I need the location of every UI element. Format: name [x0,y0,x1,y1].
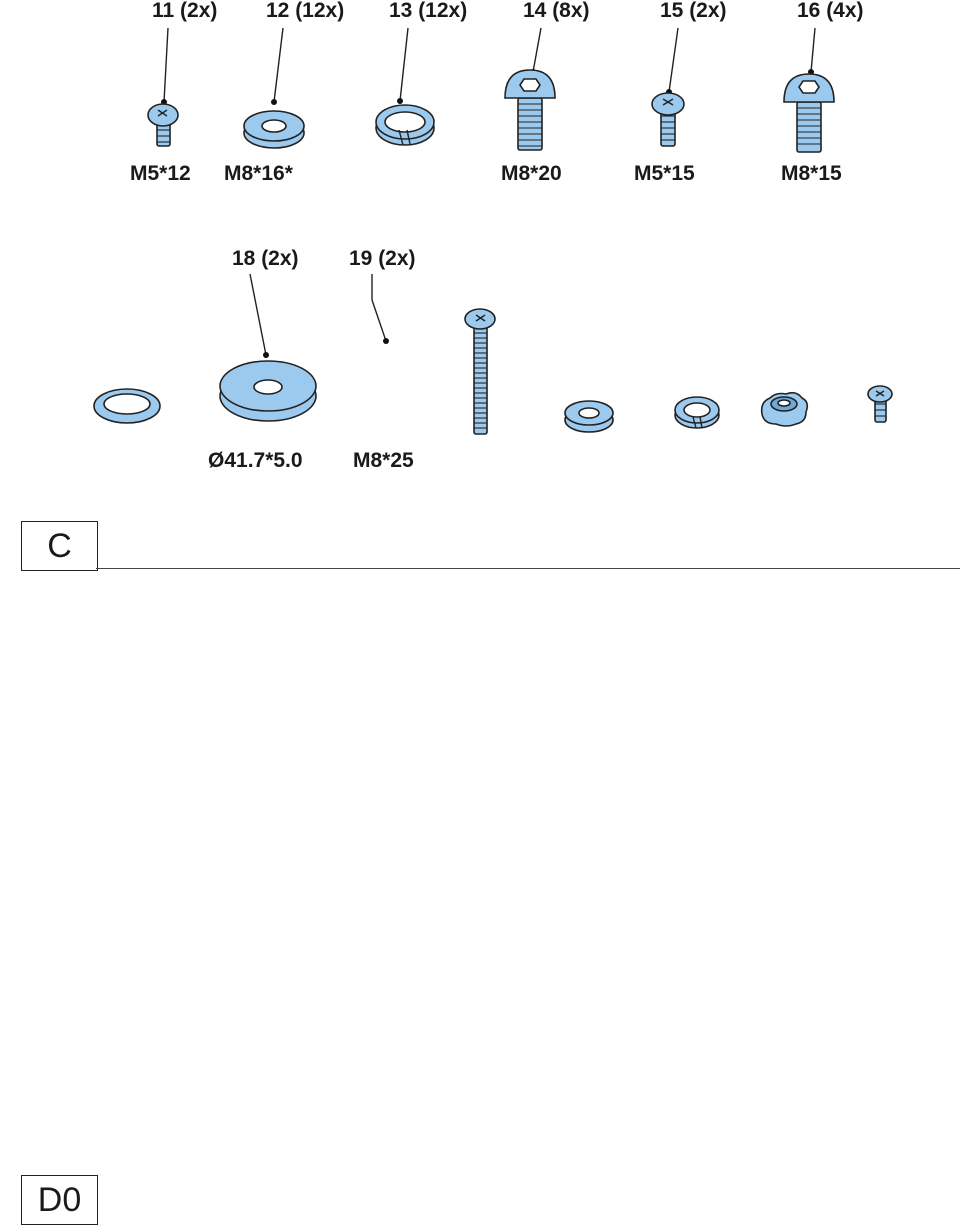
part-14-bolt-icon [504,27,556,151]
ring-washer-icon [93,388,161,424]
size-18: Ø41.7*5.0 [208,449,303,472]
hardware-illustration [93,27,893,435]
size-11: M5*12 [130,162,191,185]
size-12: M8*16* [224,162,293,185]
section-c-label: C [21,521,98,571]
callout-16: 16 (4x) [797,0,864,22]
section-c-divider [96,568,960,569]
callout-11: 11 (2x) [152,0,218,22]
callout-13: 13 (12x) [389,0,468,22]
part-15-screw-icon [651,27,685,147]
small-spring-washer-icon [674,396,720,429]
callout-18: 18 (2x) [232,247,299,270]
tiny-screw-icon [867,385,893,423]
long-screw-icon [464,308,496,435]
part-12-washer-icon [243,27,305,149]
small-washer-icon [564,400,614,433]
size-19: M8*25 [353,449,414,472]
part-19-callout-icon [371,274,389,344]
size-15: M5*15 [634,162,695,185]
size-14: M8*20 [501,162,562,185]
section-d0-label: D0 [21,1175,98,1225]
callout-15: 15 (2x) [660,0,727,22]
callout-12: 12 (12x) [266,0,345,22]
part-11-screw-icon [147,27,179,147]
part-16-bolt-icon [783,27,835,153]
size-16: M8*15 [781,162,842,185]
callout-19: 19 (2x) [349,247,416,270]
part-18-large-washer-icon [219,273,317,422]
knob-nut-icon [760,391,809,427]
callout-14: 14 (8x) [523,0,590,22]
part-13-spring-washer-icon [375,27,435,146]
